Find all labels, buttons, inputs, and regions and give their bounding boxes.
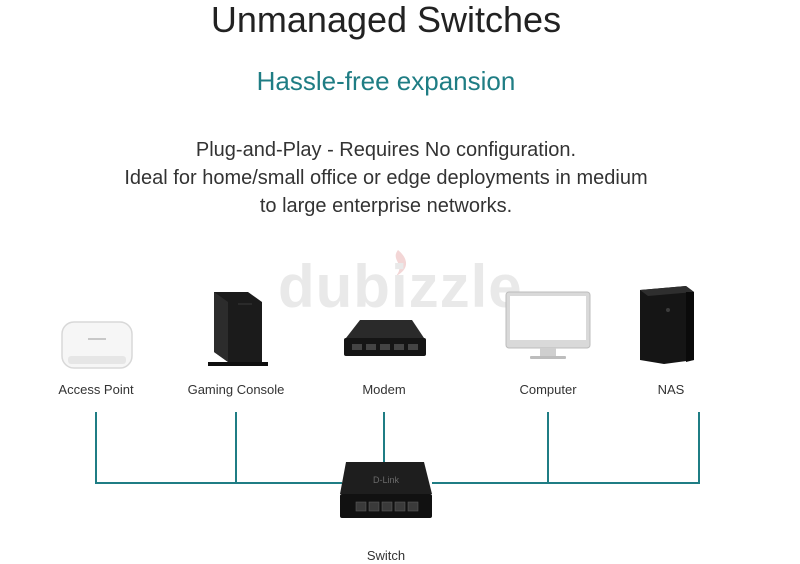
description-line: to large enterprise networks. — [259, 195, 513, 217]
device-label-computer: Computer — [519, 382, 577, 397]
computer-monitor-icon — [505, 291, 591, 359]
device-label-gaming-console: Gaming Console — [187, 382, 285, 397]
modem-icon — [344, 320, 426, 356]
device-label-modem: Modem — [362, 382, 406, 397]
page-title: Unmanaged Switches — [210, 0, 562, 40]
description-line: Plug-and-Play - Requires No configuratio… — [195, 139, 577, 161]
connection-lines — [95, 412, 700, 484]
nas-icon — [640, 286, 694, 364]
description: Plug-and-Play - Requires No configuratio… — [0, 136, 772, 220]
page-subtitle: Hassle-free expansion — [256, 66, 516, 96]
switch-brand-text: D-Link — [373, 475, 400, 485]
device-label-nas: NAS — [657, 382, 685, 397]
network-switch-icon: D-Link — [340, 462, 432, 518]
description-line: Ideal for home/small office or edge depl… — [124, 167, 648, 189]
device-label-access-point: Access Point — [58, 382, 134, 397]
switch-label: Switch — [366, 548, 406, 563]
gaming-console-icon — [208, 292, 268, 366]
access-point-icon — [61, 321, 133, 369]
